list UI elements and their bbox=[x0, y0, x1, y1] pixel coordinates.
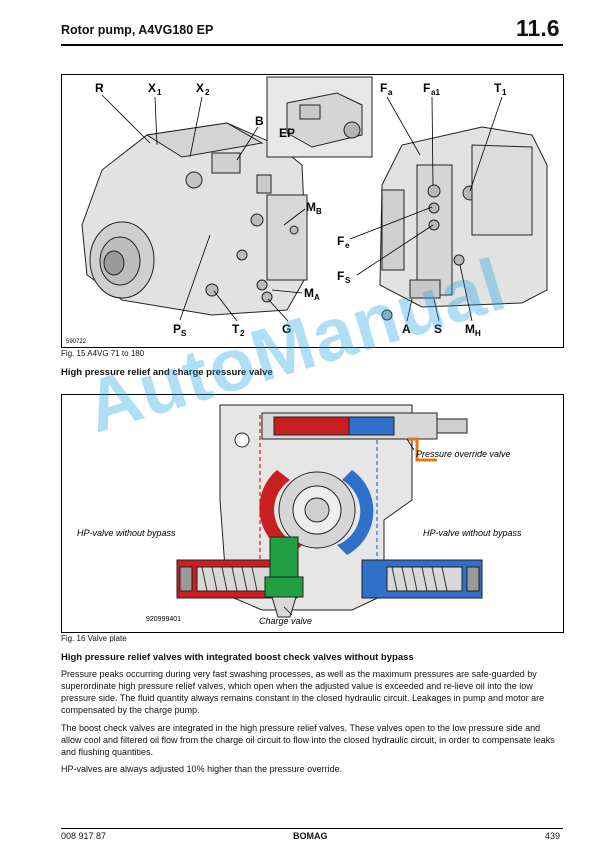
footer-rule bbox=[61, 828, 563, 829]
label-fa1: F bbox=[423, 81, 430, 95]
label-ma: M bbox=[304, 286, 314, 300]
label-ep: EP bbox=[279, 126, 295, 140]
section-heading-relief: High pressure relief and charge pressure… bbox=[61, 367, 273, 378]
figure2-caption: Fig. 16 Valve plate bbox=[61, 634, 127, 643]
label-x2: X bbox=[196, 81, 204, 95]
footer-page-number: 439 bbox=[545, 831, 561, 841]
label-t1: T bbox=[494, 81, 502, 95]
leader-lines bbox=[101, 94, 503, 322]
figure2-code: 920999401 bbox=[146, 616, 181, 623]
label-ma-sub: A bbox=[314, 293, 320, 302]
label-s: S bbox=[434, 322, 442, 336]
label-fe-sub: e bbox=[345, 241, 350, 250]
label-t2: T bbox=[232, 322, 240, 336]
left-pump-drawing bbox=[81, 122, 308, 316]
paragraph-2: The boost check valves are integrated in… bbox=[61, 723, 555, 757]
label-fa1-sub: a1 bbox=[431, 88, 440, 97]
label-mh-sub: H bbox=[475, 329, 481, 338]
valve-plate-illustration: Pressure override valve HP-valve without… bbox=[77, 404, 522, 626]
label-ps: P bbox=[173, 322, 181, 336]
label-x1: X bbox=[148, 81, 156, 95]
header-rule bbox=[61, 44, 563, 46]
label-charge-valve: Charge valve bbox=[259, 616, 312, 626]
figure-pump-views: EP bbox=[61, 74, 564, 348]
label-t1-sub: 1 bbox=[502, 88, 507, 97]
label-fs-sub: S bbox=[345, 276, 351, 285]
label-x2-sub: 2 bbox=[205, 88, 210, 97]
label-g: G bbox=[282, 322, 291, 336]
paragraph-3: HP-valves are always adjusted 10% higher… bbox=[61, 764, 343, 774]
label-mh: M bbox=[465, 322, 475, 336]
label-ps-sub: S bbox=[181, 329, 187, 338]
label-fa: F bbox=[380, 81, 387, 95]
label-x1-sub: 1 bbox=[157, 88, 162, 97]
label-fs: F bbox=[337, 269, 344, 283]
label-t2-sub: 2 bbox=[240, 329, 245, 338]
section-heading-relief-valves: High pressure relief valves with integra… bbox=[61, 652, 414, 663]
label-mb-sub: B bbox=[316, 207, 322, 216]
chapter-number: 11.6 bbox=[516, 15, 560, 41]
label-hp-valve-left: HP-valve without bypass bbox=[77, 528, 176, 538]
pump-illustration: EP bbox=[66, 76, 548, 345]
label-pressure-override: Pressure override valve bbox=[416, 449, 511, 459]
label-fe: F bbox=[337, 234, 344, 248]
paragraph-1: Pressure peaks occurring during very fas… bbox=[61, 669, 545, 715]
figure1-caption: Fig. 15 A4VG 71 to 180 bbox=[61, 349, 145, 358]
footer-brand: BOMAG bbox=[293, 831, 328, 841]
label-a: A bbox=[402, 322, 411, 336]
label-mb: M bbox=[306, 200, 316, 214]
right-pump-drawing bbox=[379, 126, 548, 321]
label-hp-valve-right: HP-valve without bypass bbox=[423, 528, 522, 538]
figure1-code: 590722 bbox=[66, 339, 87, 345]
page-title: Rotor pump, A4VG180 EP bbox=[61, 23, 214, 37]
ep-inset bbox=[266, 76, 373, 158]
footer-docno: 008 917 87 bbox=[61, 831, 107, 841]
label-b: B bbox=[255, 114, 264, 128]
label-fa-sub: a bbox=[388, 88, 393, 97]
label-r: R bbox=[95, 81, 104, 95]
figure-valve-plate: Pressure override valve HP-valve without… bbox=[61, 394, 564, 633]
